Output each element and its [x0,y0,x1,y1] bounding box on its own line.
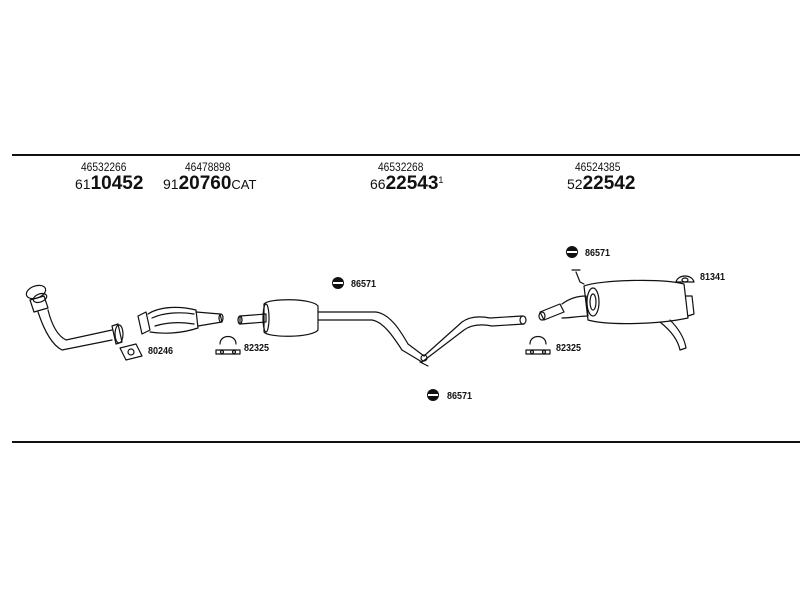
label-hanger-rear-top: 86571 [585,248,611,259]
clamp-drawing-rear [525,335,551,355]
hanger-icon-mid-top [332,277,344,289]
label-clamp-mid: 82325 [244,343,270,354]
catalytic-converter-drawing [137,306,224,335]
label-clamp-rear: 82325 [556,343,582,354]
label-rubber-rear: 81341 [700,272,726,283]
ref-superscript: 1 [438,175,444,185]
ref-main: 22542 [582,173,636,194]
label-gasket-front: 80246 [148,346,174,357]
rubber-mount-drawing [675,275,695,283]
ref-number: 66225431 [370,173,443,195]
oem-number: 46532268 [378,160,424,174]
ref-prefix: 61 [75,176,91,192]
ref-number: 6110452 [75,173,143,195]
ref-main: 10452 [90,173,144,194]
ref-main: 22543 [385,173,439,194]
hanger-icon-rear-top [566,246,578,258]
ref-number: 5222542 [567,173,635,195]
ref-prefix: 52 [567,176,583,192]
ref-prefix: 66 [370,176,386,192]
gasket-drawing [119,343,143,361]
top-divider [12,154,800,156]
label-hanger-mid-bottom: 86571 [447,391,473,402]
ref-suffix: CAT [231,177,257,192]
middle-silencer-drawing [237,299,527,367]
ref-prefix: 91 [163,176,179,192]
rear-silencer-drawing [538,269,695,351]
oem-number: 46478898 [185,160,231,174]
hanger-icon-mid-bottom [427,389,439,401]
oem-number: 46524385 [575,160,621,174]
oem-number: 46532266 [81,160,127,174]
front-pipe-drawing [25,284,124,351]
hanger-icons [332,246,578,401]
clamp-drawing-mid [215,335,241,355]
ref-number: 9120760CAT [163,173,256,195]
label-hanger-mid-top: 86571 [351,279,377,290]
ref-main: 20760 [178,173,232,194]
bottom-divider [12,441,800,443]
